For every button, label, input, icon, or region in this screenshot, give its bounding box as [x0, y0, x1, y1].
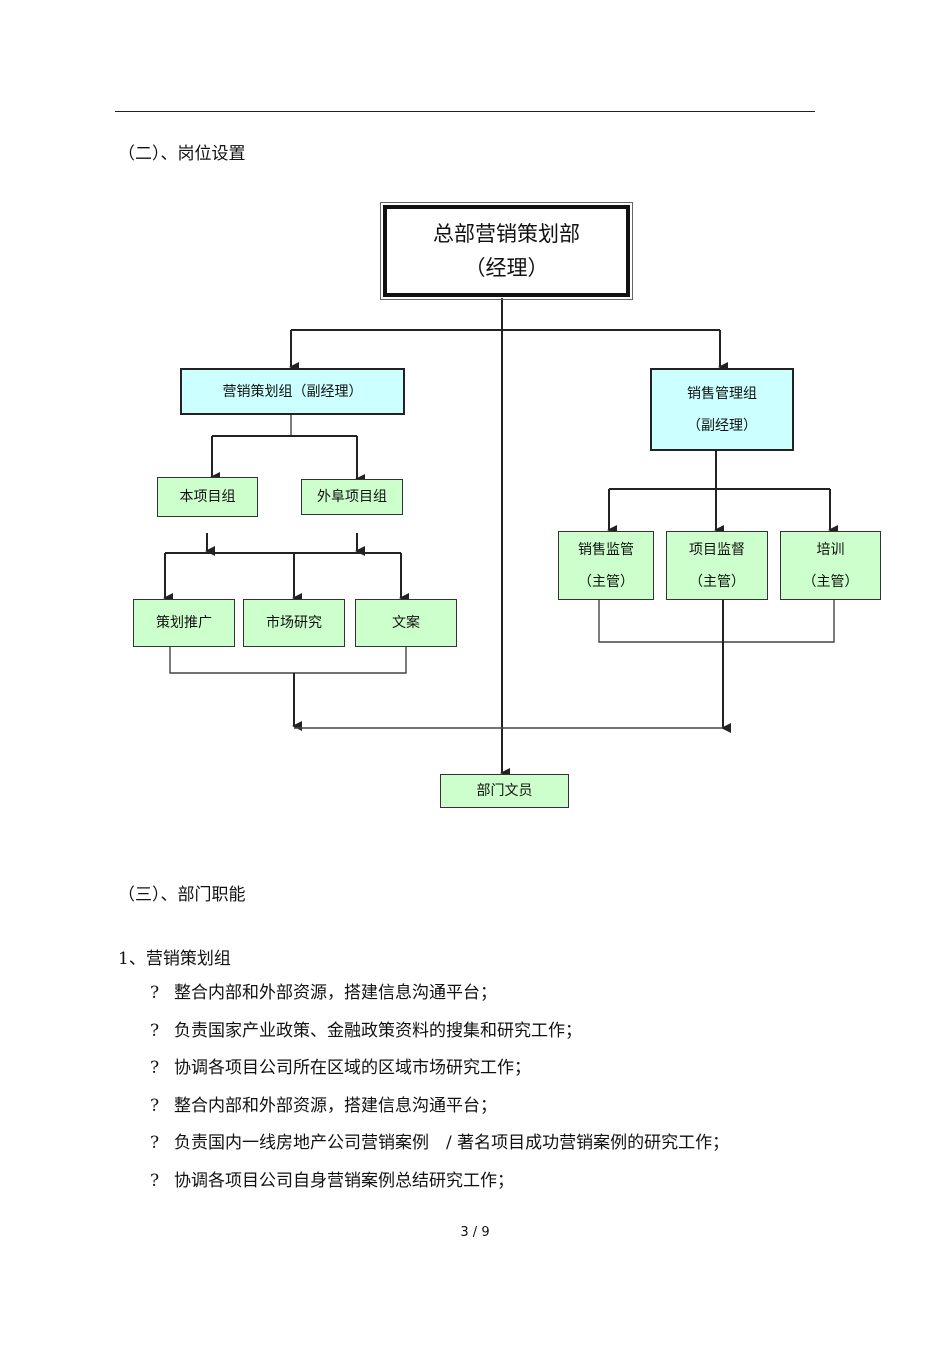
leaf-market-research-box: 市场研究	[243, 599, 345, 647]
org-chart-connectors	[163, 298, 838, 778]
bullet-mark: ?	[150, 983, 160, 1003]
external-project-group-box: 外阜项目组	[301, 479, 403, 515]
top-department-name: 总部营销策划部	[433, 222, 580, 246]
marketing-planning-group-label: 营销策划组（副经理）	[222, 383, 363, 400]
leaf-copywriting-box: 文案	[355, 599, 457, 647]
bullet-mark: ?	[150, 1020, 160, 1041]
function-bullet-list: ? 整合内部和外部资源，搭建信息沟通平台； ? 负责国家产业政策、金融政策资料的搜集…	[150, 981, 729, 1206]
subsection-1-heading: 1、营销策划组	[118, 949, 231, 969]
leaf-project-supervision-role: （主管）	[689, 573, 745, 590]
leaf-sales-supervision-name: 销售监管	[578, 541, 634, 558]
department-clerk-box: 部门文员	[440, 774, 569, 808]
external-project-group-label: 外阜项目组	[317, 489, 387, 505]
leaf-sales-supervision-role: （主管）	[578, 573, 634, 590]
bullet-text: 整合内部和外部资源，搭建信息沟通平台；	[174, 1095, 497, 1116]
bullet-text: 负责国内一线房地产公司营销案例 / 著名项目成功营销案例的研究工作；	[174, 1133, 730, 1153]
bullet-mark: ?	[150, 1170, 160, 1191]
leaf-planning-promotion-label: 策划推广	[156, 615, 212, 631]
list-item: ? 协调各项目公司所在区域的区域市场研究工作；	[150, 1056, 729, 1094]
leaf-training-name: 培训	[816, 541, 845, 558]
local-project-group-label: 本项目组	[179, 489, 236, 505]
connector-leaf-left-bottom	[169, 647, 407, 674]
bullet-text: 协调各项目公司所在区域的区域市场研究工作；	[174, 1058, 531, 1078]
bullet-mark: ?	[150, 1095, 160, 1116]
list-item: ? 整合内部和外部资源，搭建信息沟通平台；	[150, 1094, 729, 1132]
leaf-training-role: （主管）	[802, 573, 859, 590]
sales-management-group-box: 销售管理组 （副经理）	[650, 368, 794, 451]
top-department-box: 总部营销策划部 （经理）	[380, 202, 633, 300]
leaf-market-research-label: 市场研究	[266, 615, 322, 631]
header-rule	[115, 111, 815, 112]
list-item: ? 协调各项目公司自身营销案例总结研究工作；	[150, 1169, 729, 1207]
connector-leaf-right-bottom	[598, 600, 835, 643]
page-number: 3 / 9	[460, 1225, 490, 1240]
leaf-copywriting-label: 文案	[392, 615, 420, 631]
top-department-role: （经理）	[464, 256, 549, 280]
bullet-mark: ?	[150, 1058, 160, 1078]
leaf-project-supervision-name: 项目监督	[689, 541, 745, 558]
department-clerk-label: 部门文员	[476, 783, 533, 799]
bullet-text: 负责国家产业政策、金融政策资料的搜集和研究工作；	[174, 1020, 582, 1041]
list-item: ? 负责国内一线房地产公司营销案例 / 著名项目成功营销案例的研究工作；	[150, 1131, 729, 1169]
leaf-training-box: 培训 （主管）	[780, 531, 881, 600]
list-item: ? 负责国家产业政策、金融政策资料的搜集和研究工作；	[150, 1019, 729, 1057]
sales-management-group-name: 销售管理组	[687, 385, 757, 402]
section-2-heading: （二）、岗位设置	[118, 144, 246, 164]
local-project-group-box: 本项目组	[157, 477, 258, 517]
bullet-text: 协调各项目公司自身营销案例总结研究工作；	[174, 1170, 514, 1191]
section-3-heading: （三）、部门职能	[118, 885, 246, 905]
list-item: ? 整合内部和外部资源，搭建信息沟通平台；	[150, 981, 729, 1019]
sales-management-group-role: （副经理）	[687, 417, 757, 434]
leaf-project-supervision-box: 项目监督 （主管）	[666, 531, 768, 600]
bullet-text: 整合内部和外部资源，搭建信息沟通平台；	[174, 983, 497, 1003]
bullet-mark: ?	[150, 1133, 160, 1153]
leaf-sales-supervision-box: 销售监管 （主管）	[558, 531, 654, 600]
leaf-planning-promotion-box: 策划推广	[133, 599, 235, 647]
marketing-planning-group-box: 营销策划组（副经理）	[180, 368, 405, 415]
